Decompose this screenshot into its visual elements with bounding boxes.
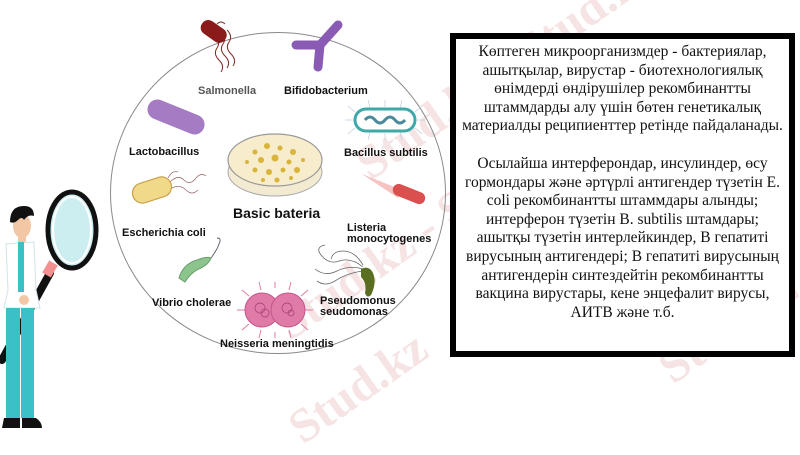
label-basic-bacteria: Basic bateria — [233, 205, 321, 221]
neisseria-meningitidis-icon — [237, 281, 313, 339]
label-listeria-line1: Listeria — [347, 222, 387, 234]
escherichia-coli-icon — [131, 171, 207, 204]
salmonella-icon — [200, 19, 236, 73]
scientist-with-magnifier-icon — [0, 189, 99, 428]
bacteria-diagram-circle — [110, 32, 446, 354]
label-escherichia-coli: Escherichia coli — [122, 227, 206, 239]
label-pseudomonas-line1: Pseudomonus — [320, 295, 396, 307]
label-listeria-line2: monocytogenes — [347, 233, 432, 245]
bifidobacterium-icon — [291, 20, 343, 72]
label-bifidobacterium: Bifidobacterium — [284, 85, 368, 97]
description-textbox: Көптеген микроорганизмдер - бактериялар,… — [450, 33, 795, 357]
description-paragraph-1: Көптеген микроорганизмдер - бактериялар,… — [462, 43, 783, 135]
vibrio-cholerae-icon — [178, 237, 221, 283]
label-neisseria-meningitidis: Neisseria meningtidis — [220, 338, 334, 350]
petri-dish-icon — [227, 133, 323, 197]
description-paragraph-2: Осылайша интерферондар, инсулиндер, өсу … — [464, 154, 781, 321]
pseudomonas-icon — [314, 244, 375, 297]
listeria-icon — [362, 174, 426, 205]
label-pseudomonas-line2: seudomonas — [320, 306, 388, 318]
lactobacillus-icon — [147, 99, 205, 135]
label-lactobacillus: Lactobacillus — [129, 146, 200, 158]
label-bacillus-subtilis: Bacillus subtilis — [344, 147, 428, 159]
bacillus-subtilis-icon — [345, 99, 425, 141]
label-salmonella: Salmonella — [198, 85, 257, 97]
label-vibrio-cholerae: Vibrio cholerae — [152, 297, 232, 309]
